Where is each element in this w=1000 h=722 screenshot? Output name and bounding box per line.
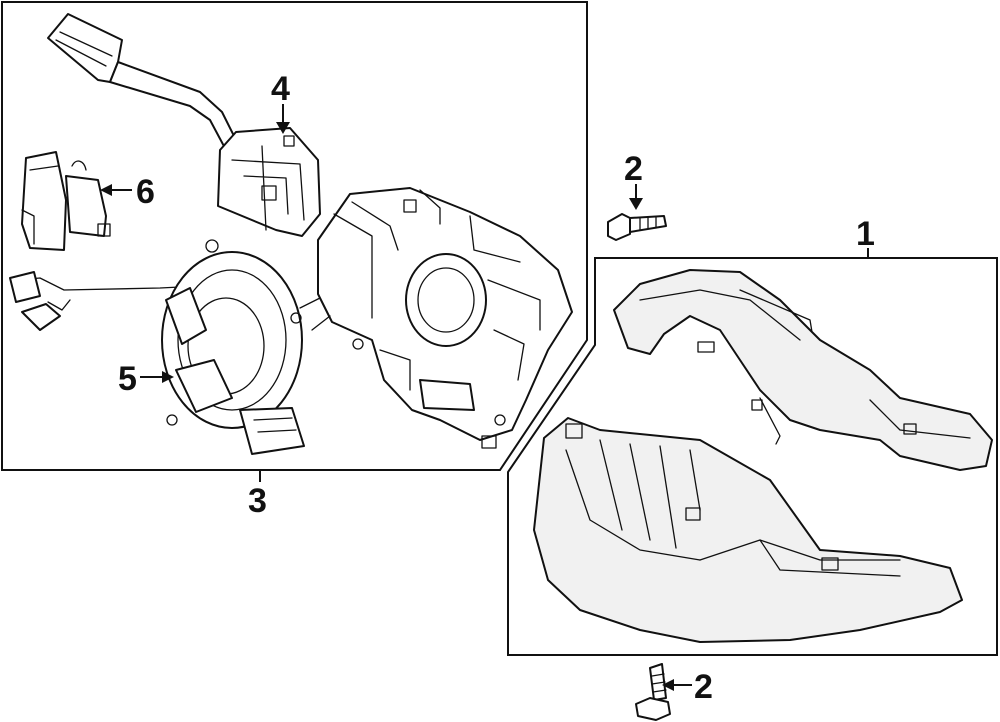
bolt-2-bottom: [635, 663, 671, 721]
upper-shroud: [613, 269, 993, 471]
callout-2-top-arrowhead: [629, 198, 643, 210]
shroud-1-frame: [507, 257, 998, 656]
callout-4: 4: [271, 70, 290, 108]
callout-3: 3: [248, 482, 267, 520]
callout-2-bottom: 2: [694, 668, 713, 706]
callout-4-arrowhead: [276, 122, 290, 134]
bracket-6: [21, 151, 111, 251]
clockspring-5: [9, 239, 305, 455]
callout-6-arrowhead: [100, 184, 112, 196]
bolt-2-top: [607, 213, 667, 241]
turn-signal-stalk-4: [47, 13, 321, 237]
callout-5: 5: [118, 360, 137, 398]
callout-2-top: 2: [624, 150, 643, 188]
callout-6: 6: [136, 173, 155, 211]
callout-5-arrowhead: [162, 371, 174, 383]
assembly-3-frame: [1, 1, 588, 471]
callout-1: 1: [856, 215, 875, 253]
callout-2-bottom-arrowhead: [662, 679, 674, 691]
switch-housing: [299, 187, 573, 449]
lower-shroud: [533, 417, 963, 643]
